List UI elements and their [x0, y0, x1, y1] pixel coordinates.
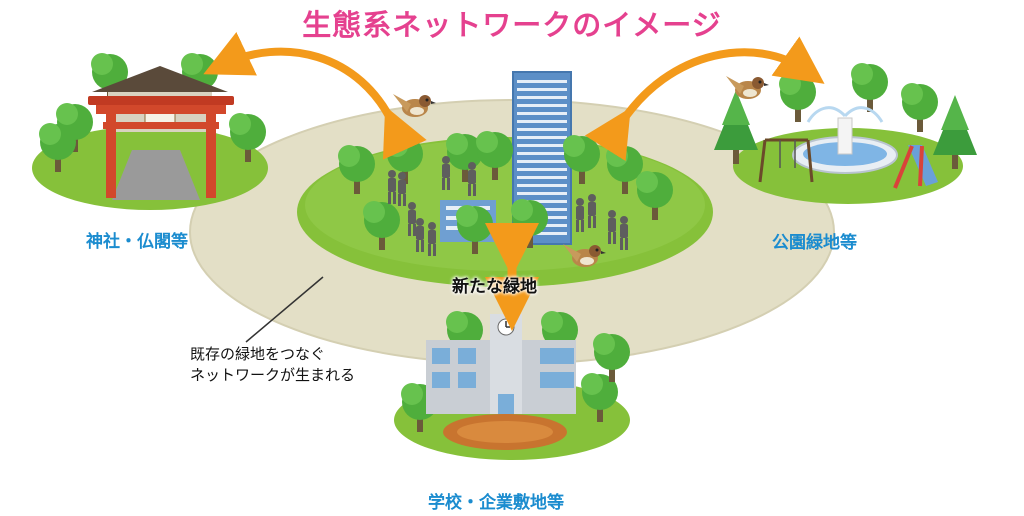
new-green-space: [297, 71, 713, 287]
arrow-shrine-to-center: [203, 32, 427, 160]
school-scene: [394, 311, 630, 460]
note-leader-line: [245, 276, 324, 343]
label-school: 学校・企業敷地等: [428, 493, 564, 513]
arrow-park-to-center: [584, 36, 825, 162]
label-park: 公園緑地等: [772, 233, 857, 253]
bird-icon: [726, 76, 769, 99]
diagram-title: 生態系ネットワークのイメージ: [302, 8, 722, 42]
school-building: [426, 314, 576, 414]
shrine-scene: [32, 53, 268, 210]
label-shrine: 神社・仏閣等: [86, 232, 188, 252]
network-note: 既存の緑地をつなぐ ネットワークが生まれる: [190, 344, 355, 386]
slide: [893, 145, 938, 189]
note-line-1: 既存の緑地をつなぐ: [190, 345, 326, 363]
label-new-green: 新たな緑地: [452, 277, 537, 297]
note-line-2: ネットワークが生まれる: [190, 366, 356, 384]
tall-building: [512, 71, 572, 245]
